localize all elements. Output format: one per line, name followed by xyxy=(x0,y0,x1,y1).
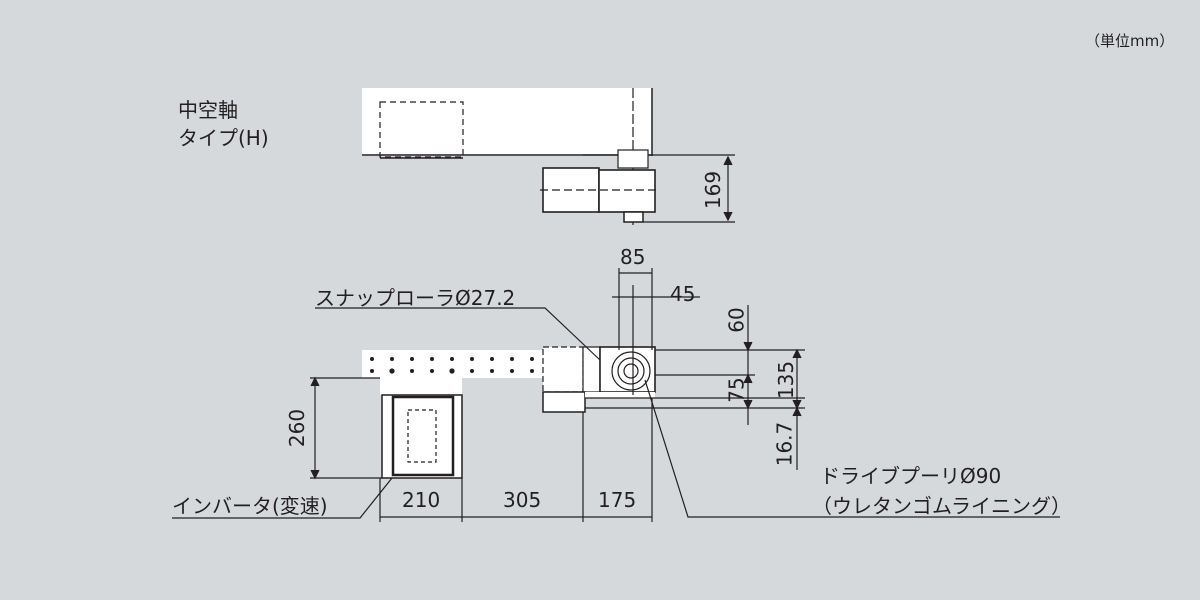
dim-45: 45 xyxy=(670,282,696,306)
type-label-line1: 中空軸 xyxy=(178,98,238,122)
dim-16-7: 16.7 xyxy=(772,421,797,467)
dim-135: 135 xyxy=(774,360,799,400)
drive-pulley-note: （ウレタンゴムライニング） xyxy=(812,494,1071,518)
top-view xyxy=(362,88,735,225)
dim-260: 260 xyxy=(285,408,310,448)
type-label-line2: タイプ(H) xyxy=(178,126,269,150)
dim-60: 60 xyxy=(724,307,749,333)
inverter-label: インバータ(変速) xyxy=(172,494,328,518)
dim-75: 75 xyxy=(724,377,749,403)
dim-175: 175 xyxy=(598,488,637,512)
dim-85: 85 xyxy=(620,245,646,269)
dimension-lines xyxy=(172,268,1060,522)
unit-note: （単位mm） xyxy=(1085,32,1175,50)
dim-305: 305 xyxy=(503,488,542,512)
front-view xyxy=(362,346,805,479)
snap-roller-label: スナップローラØ27.2 xyxy=(315,286,516,310)
drive-pulley-label: ドライブプーリØ90 xyxy=(820,464,1002,488)
dim-169: 169 xyxy=(701,170,726,210)
dim-210: 210 xyxy=(402,488,441,512)
